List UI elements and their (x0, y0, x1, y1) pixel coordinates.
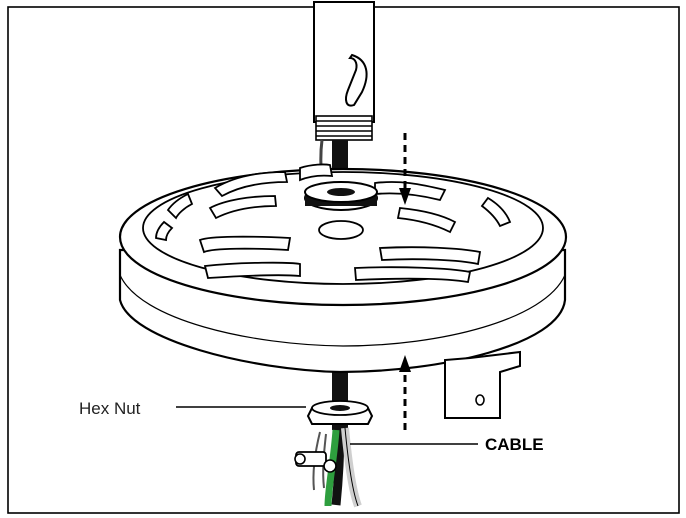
downrod-thread (315, 115, 373, 141)
bracket-tab (444, 350, 521, 419)
arrow-down-top (399, 133, 411, 205)
canopy-center-hole (318, 220, 364, 240)
canopy-slots (155, 163, 512, 284)
hex-nut (306, 400, 374, 425)
upper-lock-nut (304, 181, 378, 211)
ground-screw (294, 451, 337, 473)
downrod (313, 1, 375, 141)
arrow-up-bottom (399, 355, 411, 430)
hex-nut-label: Hex Nut (79, 399, 141, 418)
cable-label: CABLE (485, 435, 544, 454)
